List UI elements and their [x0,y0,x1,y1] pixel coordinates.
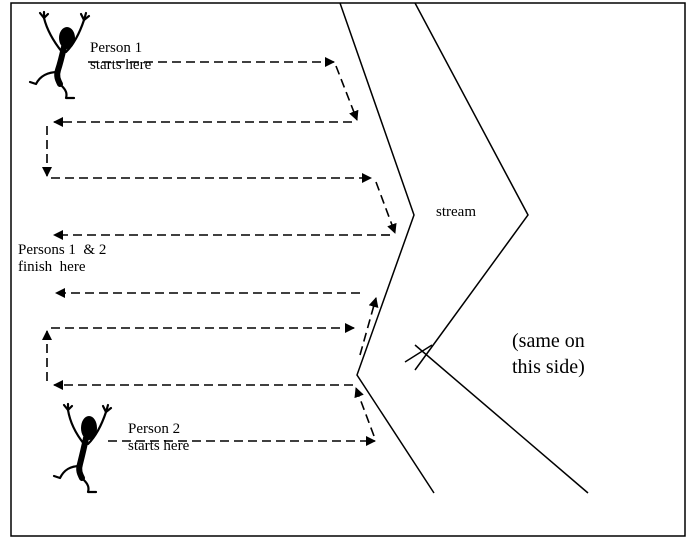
person-1-label-line-1: Person 1 [90,40,143,56]
diagram-border [10,2,686,537]
stream-label: stream [436,204,476,220]
finish-label: Persons 1 & 2 finish here [18,242,106,276]
path-arrow [359,297,379,356]
same-side-label-line-2: this side) [512,356,585,378]
same-side-label-line-1: (same on [512,330,585,352]
person-2-figure-icon [52,402,113,494]
person-1-label: Person 1 starts here [90,40,151,74]
person-1-figure-icon [28,10,91,100]
person-2-label: Person 2 starts here [128,421,189,455]
same-side-label: (same on this side) [512,328,585,380]
person-2-label-line-2: starts here [128,438,190,454]
stream-left-bank [339,2,435,494]
bank-tick [404,344,433,363]
finish-label-line-1: Persons 1 & 2 [18,242,107,258]
person-1-label-line-2: starts here [90,57,152,73]
stream-right-bank-lower [414,344,589,494]
person-2-label-line-1: Person 2 [128,421,181,437]
path-arrow [335,65,359,121]
path-arrow [375,181,397,234]
stream-right-bank-upper [414,2,529,371]
path-arrow [354,387,375,437]
finish-label-line-2: finish here [18,259,86,275]
